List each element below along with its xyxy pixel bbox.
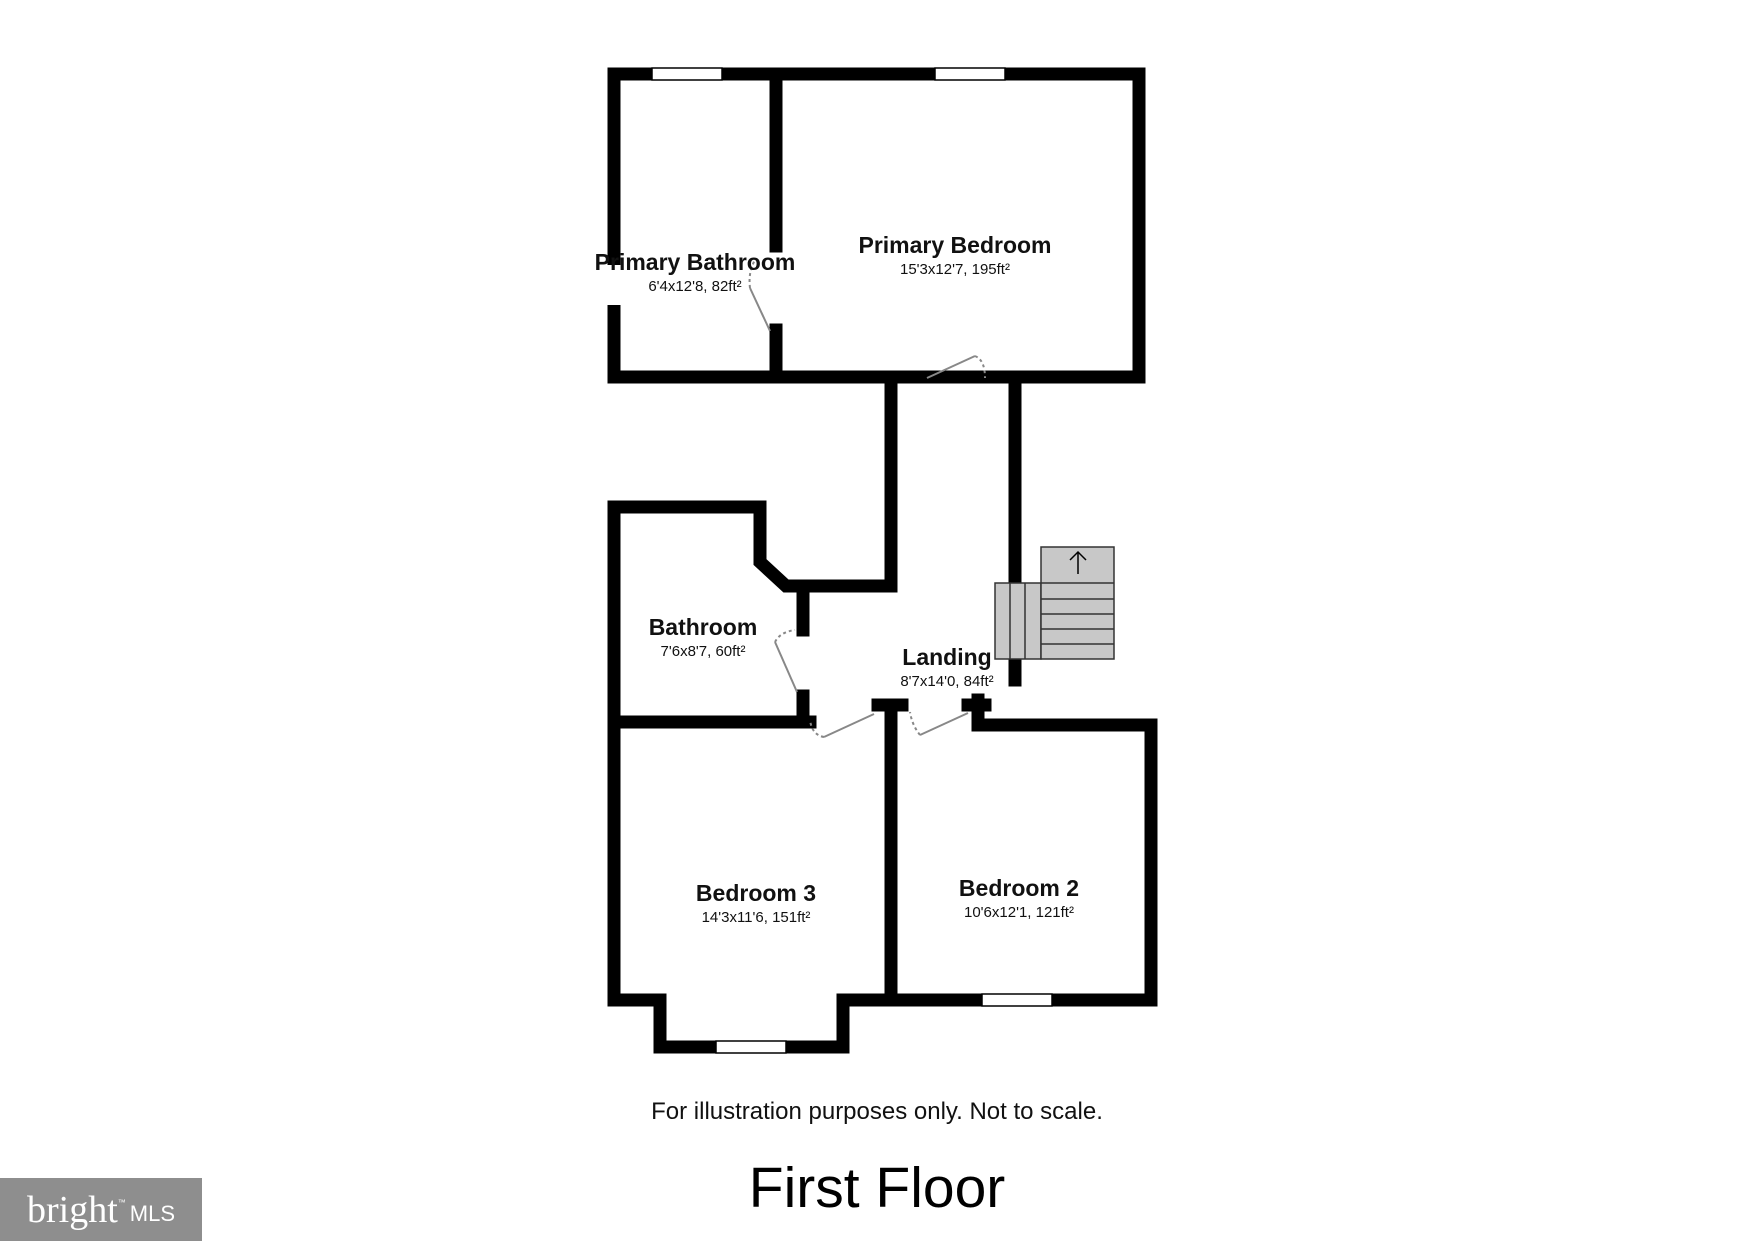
- room-dimensions: 6'4x12'8, 82ft²: [648, 278, 741, 295]
- wall-upper-outline: [607, 67, 1146, 384]
- arrow-up-icon: [1069, 550, 1087, 574]
- door-bathroom: [774, 641, 798, 693]
- logo-trademark: ™: [117, 1198, 126, 1207]
- windows: [651, 67, 1053, 1054]
- logo-word: bright: [26, 1188, 118, 1231]
- doors: [748, 259, 986, 738]
- door-bedroom-3: [823, 713, 875, 738]
- door-arc-primary-bedroom: [974, 355, 986, 379]
- room-dimensions: 8'7x14'0, 84ft²: [900, 673, 993, 690]
- room-name: Primary Bedroom: [858, 232, 1051, 258]
- openings: [606, 265, 622, 305]
- room-name: Landing: [902, 644, 991, 670]
- door-bedroom-2: [919, 712, 969, 736]
- disclaimer: For illustration purposes only. Not to s…: [651, 1098, 1103, 1125]
- window-primary-bath: [651, 67, 723, 81]
- logo-suffix: MLS: [129, 1200, 176, 1226]
- room-dimensions: 14'3x11'6, 151ft²: [702, 909, 811, 926]
- window-primary-bedroom: [934, 67, 1006, 81]
- window-bedroom-3: [715, 1040, 787, 1054]
- bright-mls-logo: bright ™ MLS: [0, 1178, 202, 1241]
- room-name: Bedroom 2: [959, 875, 1079, 901]
- walls: [607, 67, 1158, 1054]
- door-primary-bedroom: [926, 355, 976, 379]
- window-bedroom-2: [981, 993, 1053, 1007]
- room-dimensions: 15'3x12'7, 195ft²: [900, 261, 1010, 278]
- room-dimensions: 7'6x8'7, 60ft²: [661, 643, 746, 660]
- room-name: Bathroom: [649, 614, 758, 640]
- wall-bathroom: [607, 500, 1158, 1054]
- stairs-landing-steps: [994, 582, 1042, 660]
- opening-primary-bath-left: [606, 265, 622, 305]
- door-arc-bathroom: [774, 629, 796, 643]
- door-primary-bath: [749, 287, 771, 332]
- floor-title: First Floor: [748, 1156, 1006, 1220]
- room-labels: Primary Bathroom 6'4x12'8, 82ft² Primary…: [595, 232, 1079, 926]
- door-arc-primary-bath: [748, 259, 756, 289]
- room-name: Bedroom 3: [696, 880, 816, 906]
- door-arc-bedroom-3: [809, 719, 825, 738]
- room-dimensions: 10'6x12'1, 121ft²: [964, 904, 1074, 921]
- door-arc-bedroom-2: [909, 711, 921, 736]
- stairs: [994, 546, 1115, 660]
- room-name: Primary Bathroom: [595, 249, 796, 275]
